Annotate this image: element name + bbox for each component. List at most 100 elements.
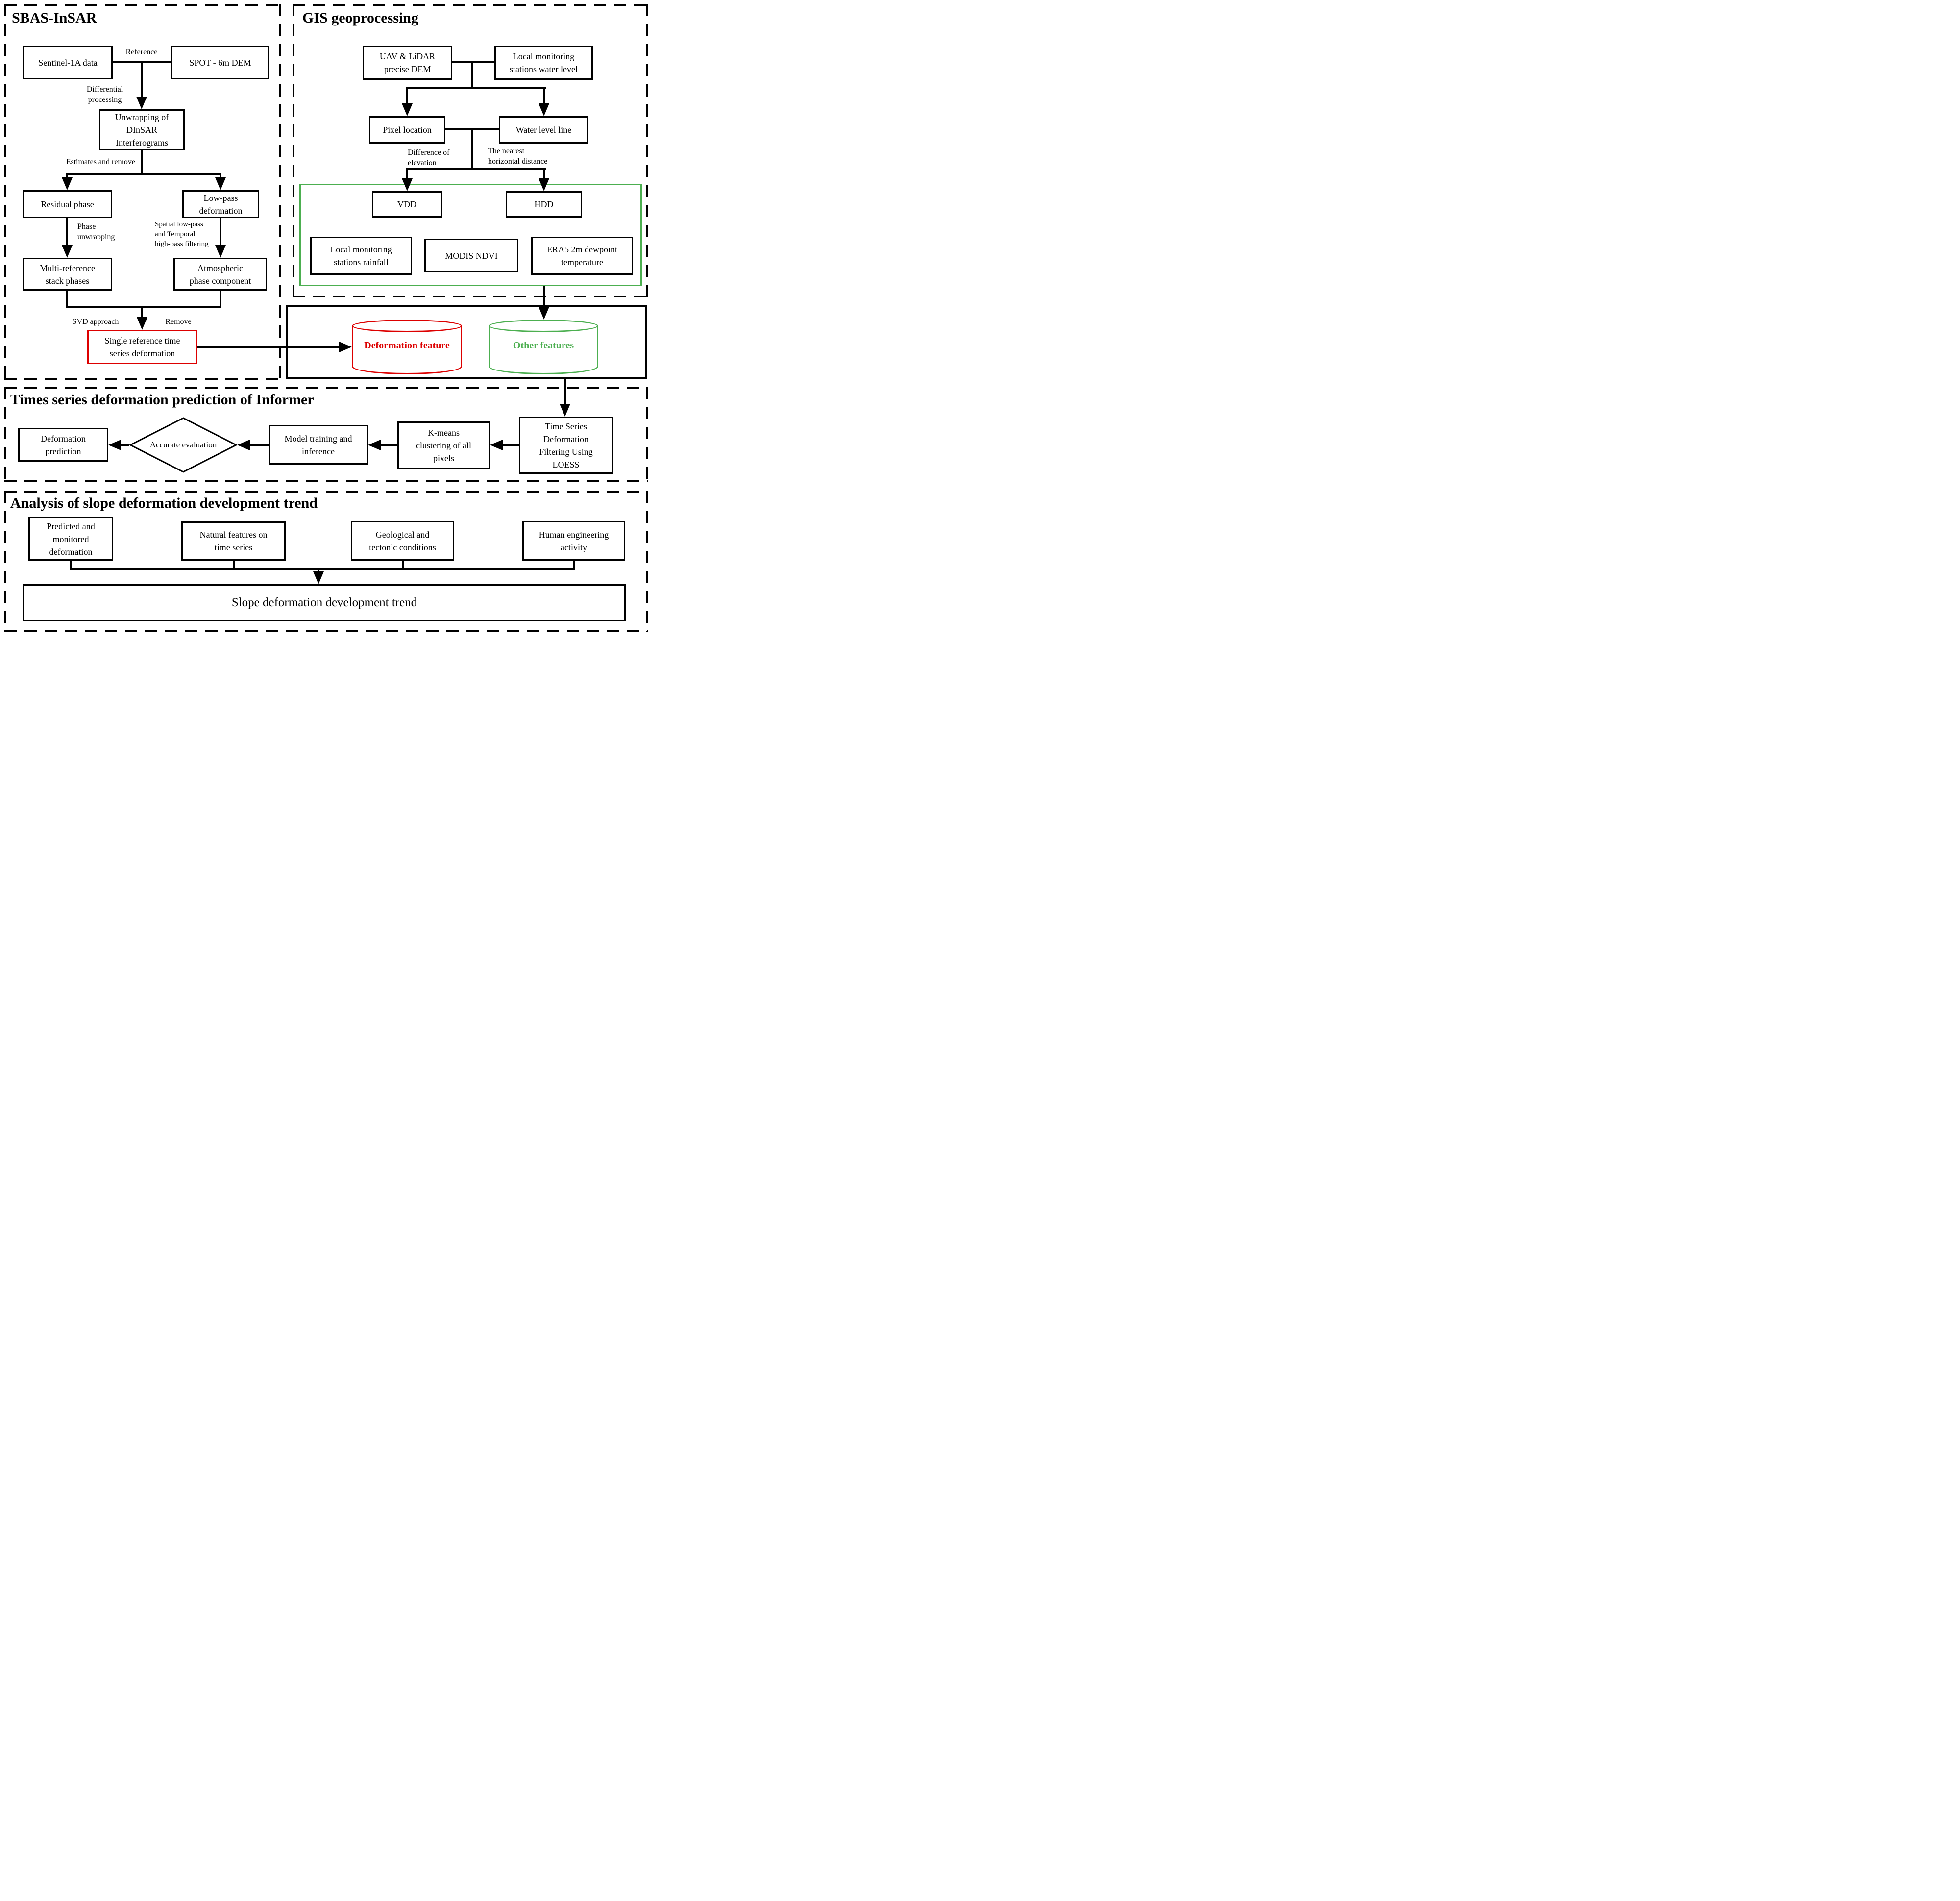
informer-section bbox=[4, 387, 648, 482]
section-dashed-border bbox=[4, 480, 648, 482]
node-uav-lidar-dem: UAV & LiDAR precise DEM bbox=[363, 46, 452, 80]
node-spot-dem: SPOT - 6m DEM bbox=[171, 46, 270, 79]
node-sentinel-data: Sentinel-1A data bbox=[23, 46, 113, 79]
node-rainfall-station: Local monitoring stations rainfall bbox=[310, 237, 412, 275]
flow-line bbox=[66, 291, 68, 308]
flow-line bbox=[141, 307, 143, 318]
node-hdd: HDD bbox=[506, 191, 582, 218]
flow-line bbox=[573, 561, 575, 570]
arrowhead-down bbox=[137, 317, 147, 330]
node-water-level-line: Water level line bbox=[499, 116, 588, 144]
other-features-label: Other features bbox=[513, 340, 574, 351]
arrowhead-down bbox=[539, 178, 549, 191]
deformation-feature-cylinder-top bbox=[352, 320, 462, 332]
section-dashed-border bbox=[646, 387, 648, 482]
analysis-section-title: Analysis of slope deformation developmen… bbox=[10, 495, 318, 511]
section-dashed-border bbox=[646, 4, 648, 297]
flow-line bbox=[406, 87, 546, 89]
flow-line bbox=[318, 568, 319, 572]
other-features-cylinder bbox=[489, 325, 598, 374]
flow-line bbox=[66, 173, 68, 178]
other-features-cylinder-top bbox=[489, 320, 598, 332]
section-dashed-border bbox=[646, 491, 648, 632]
flow-line bbox=[66, 306, 221, 308]
node-water-level-station: Local monitoring stations water level bbox=[494, 46, 593, 80]
flow-line bbox=[543, 286, 545, 307]
flow-line bbox=[471, 62, 473, 89]
flow-line bbox=[121, 444, 129, 446]
section-dashed-border bbox=[4, 491, 6, 632]
edge-label-differential-processing: Differential processing bbox=[86, 85, 123, 104]
flow-line bbox=[406, 168, 546, 170]
arrowhead-down bbox=[136, 97, 147, 109]
node-vdd: VDD bbox=[372, 191, 442, 218]
node-era5-dewpoint: ERA5 2m dewpoint temperature bbox=[531, 237, 633, 275]
flow-line bbox=[220, 218, 221, 246]
node-modis-ndvi: MODIS NDVI bbox=[424, 239, 518, 272]
flow-line bbox=[543, 168, 545, 179]
arrowhead-down bbox=[313, 571, 324, 584]
node-residual-phase: Residual phase bbox=[23, 190, 112, 218]
flow-line bbox=[220, 173, 221, 178]
node-predicted-monitored: Predicted and monitored deformation bbox=[28, 517, 113, 561]
section-dashed-border bbox=[4, 387, 6, 482]
section-dashed-border bbox=[4, 4, 6, 380]
node-unwrapping: Unwrapping of DInSAR Interferograms bbox=[99, 109, 185, 150]
accurate-evaluation-label: Accurate evaluation bbox=[149, 440, 217, 449]
flow-line bbox=[66, 218, 68, 246]
arrowhead-down bbox=[539, 103, 549, 116]
flowchart-figure: Sentinel-1A data SPOT - 6m DEM Unwrappin… bbox=[0, 0, 653, 634]
sbas-section-title: SBAS-InSAR bbox=[12, 10, 97, 26]
section-dashed-border bbox=[4, 630, 648, 632]
flow-line bbox=[70, 561, 72, 570]
flow-line bbox=[141, 62, 143, 98]
gis-section-title: GIS geoprocessing bbox=[302, 10, 418, 26]
edge-label-difference-elevation: Difference of elevation bbox=[408, 148, 450, 167]
arrowhead-down bbox=[215, 177, 226, 190]
node-deformation-prediction: Deformation prediction bbox=[18, 428, 108, 462]
flow-line bbox=[452, 61, 494, 63]
edge-label-remove: Remove bbox=[165, 318, 192, 326]
deformation-feature-label: Deformation feature bbox=[364, 340, 450, 351]
flow-line bbox=[503, 444, 519, 446]
flow-line bbox=[233, 561, 235, 570]
other-features-group-frame bbox=[299, 184, 642, 286]
flow-line bbox=[70, 568, 575, 570]
node-slope-trend: Slope deformation development trend bbox=[23, 584, 626, 621]
section-dashed-border bbox=[4, 387, 648, 389]
flow-line bbox=[564, 379, 566, 404]
arrowhead-left bbox=[237, 440, 250, 450]
edge-label-spatial-filtering: Spatial low-pass and Temporal high-pass … bbox=[155, 221, 209, 248]
features-database-frame bbox=[286, 305, 647, 379]
arrowhead-left bbox=[490, 440, 503, 450]
arrowhead-down bbox=[62, 177, 73, 190]
arrowhead-left bbox=[368, 440, 381, 450]
flow-line bbox=[381, 444, 397, 446]
arrowhead-down bbox=[560, 404, 570, 417]
arrowhead-down bbox=[539, 307, 549, 320]
section-dashed-border bbox=[4, 378, 281, 380]
section-dashed-border bbox=[4, 491, 648, 493]
flow-line bbox=[197, 346, 341, 348]
edge-label-nearest-distance: The nearest horizontal distance bbox=[488, 147, 548, 166]
node-single-reference-deformation: Single reference time series deformation bbox=[87, 330, 197, 364]
flow-line bbox=[250, 444, 269, 446]
arrowhead-down bbox=[402, 178, 413, 191]
flow-line bbox=[402, 561, 404, 570]
node-kmeans-clustering: K-means clustering of all pixels bbox=[397, 421, 490, 469]
node-model-training: Model training and inference bbox=[269, 425, 368, 465]
arrowhead-down bbox=[62, 245, 73, 258]
arrowhead-left bbox=[108, 440, 121, 450]
node-atmospheric-phase: Atmospheric phase component bbox=[173, 258, 267, 291]
flow-line bbox=[406, 168, 408, 179]
sbas-section bbox=[4, 4, 281, 380]
edge-label-estimates-remove: Estimates and remove bbox=[66, 158, 135, 166]
flow-line bbox=[406, 87, 408, 104]
node-human-activity: Human engineering activity bbox=[522, 521, 625, 561]
edge-label-reference: Reference bbox=[125, 48, 158, 56]
flow-line bbox=[220, 291, 221, 308]
node-natural-features: Natural features on time series bbox=[181, 521, 286, 561]
node-geological-conditions: Geological and tectonic conditions bbox=[351, 521, 454, 561]
section-dashed-border bbox=[293, 4, 648, 6]
arrowhead-right bbox=[339, 342, 352, 352]
